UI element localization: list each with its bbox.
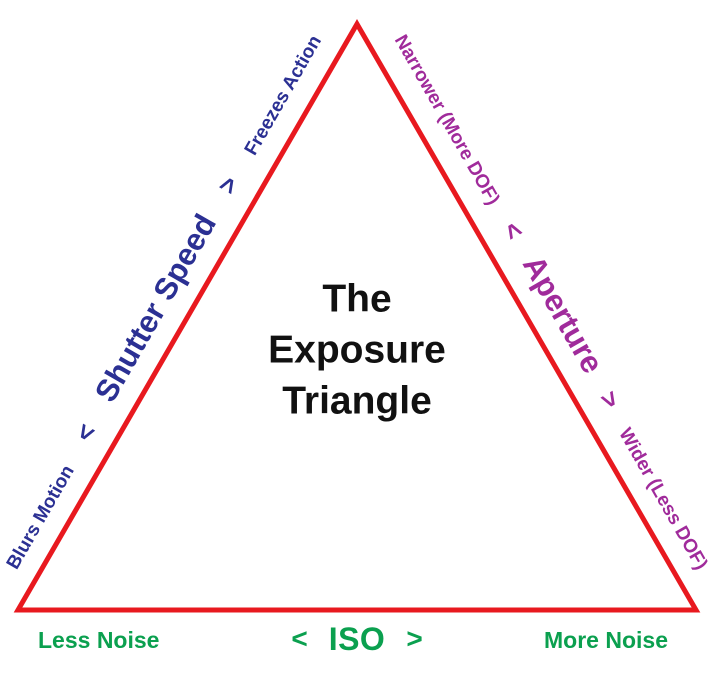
iso-less-arrow-icon: <	[291, 623, 308, 654]
triangle-shape	[13, 19, 701, 613]
iso-axis: < ISO >	[291, 623, 422, 655]
shutter-less-arrow-icon: <	[68, 418, 103, 447]
title-line-1: The	[322, 277, 392, 321]
iso-more-arrow-icon: >	[406, 623, 423, 654]
more-noise-label: More Noise	[544, 627, 668, 653]
aperture-less-arrow-icon: <	[496, 216, 531, 245]
shutter-more-arrow-icon: >	[211, 170, 245, 199]
title-line-2: Exposure	[268, 328, 446, 372]
iso-label: ISO	[328, 621, 386, 657]
aperture-more-arrow-icon: >	[593, 385, 627, 414]
diagram-title: The Exposure Triangle	[268, 274, 446, 427]
title-line-3: Triangle	[282, 379, 432, 423]
less-noise-label: Less Noise	[38, 627, 160, 653]
